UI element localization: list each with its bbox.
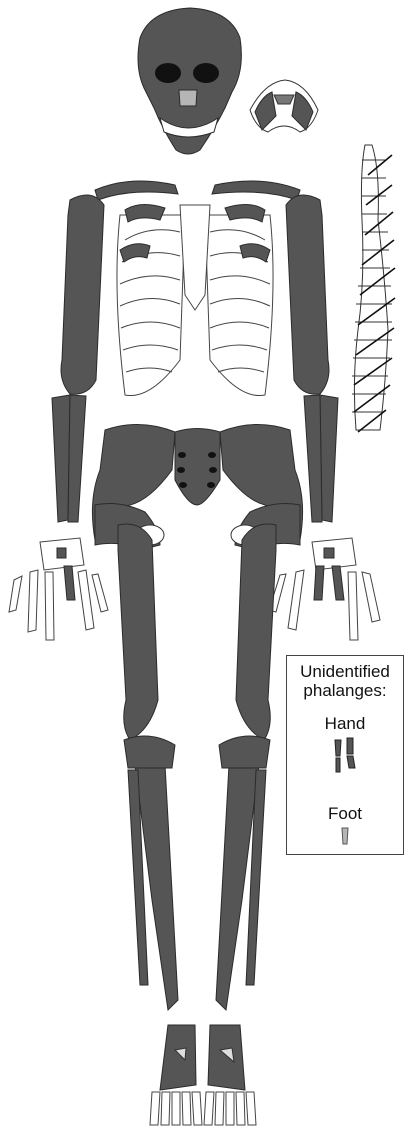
- unidentified-phalanges-legend: Unidentified phalanges: Hand Foot: [286, 655, 404, 855]
- foot-right: [204, 1025, 256, 1125]
- hand-left: [9, 538, 108, 640]
- leg-left: [118, 524, 178, 1010]
- legend-foot-label: Foot: [287, 804, 403, 824]
- legend-hand-label: Hand: [287, 714, 403, 734]
- foot-phalanx-icon: [335, 826, 355, 846]
- rib-cage: [117, 204, 273, 395]
- legend-title: Unidentified phalanges:: [287, 662, 403, 700]
- leg-right: [216, 524, 276, 1010]
- maxilla-detail: [250, 80, 318, 132]
- foot-left: [150, 1025, 202, 1125]
- legend-title-line1: Unidentified: [287, 662, 403, 681]
- legend-title-line2: phalanges:: [287, 681, 403, 700]
- hand-right: [269, 538, 380, 640]
- hand-phalanges-icon: [325, 736, 365, 776]
- clavicles: [95, 181, 300, 200]
- vertebral-column: [352, 145, 395, 432]
- skull: [138, 8, 241, 154]
- arm-left: [52, 195, 104, 522]
